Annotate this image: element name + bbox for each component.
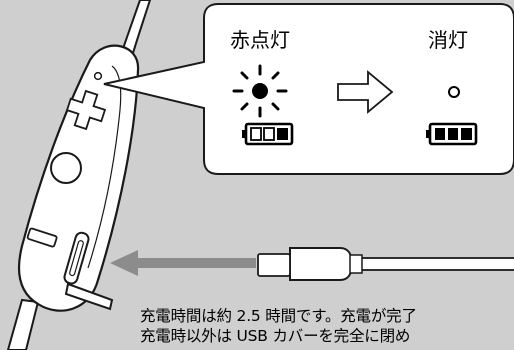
after-state-label: 消灯 bbox=[428, 28, 468, 52]
caption-line-1: 充電時間は約 2.5 時間です。充電が完了 bbox=[140, 307, 417, 325]
insert-arrow-icon bbox=[110, 250, 256, 276]
plus-button-icon bbox=[65, 89, 107, 131]
battery-charging-icon bbox=[242, 122, 294, 146]
battery-full-icon bbox=[426, 122, 478, 146]
lower-cord bbox=[6, 298, 40, 350]
usb-cable-wire bbox=[345, 257, 514, 271]
minus-button-icon bbox=[26, 227, 58, 248]
remote-edge bbox=[87, 65, 122, 269]
before-state-label: 赤点灯 bbox=[230, 28, 290, 52]
cable-strain-relief bbox=[349, 254, 363, 274]
outline-arrow-icon bbox=[337, 70, 394, 114]
center-button-icon bbox=[50, 152, 82, 184]
blinking-led-icon bbox=[232, 64, 288, 118]
device-led-icon bbox=[93, 71, 103, 81]
usb-plug-housing bbox=[289, 247, 354, 281]
led-off-icon bbox=[448, 86, 460, 98]
caption-line-2: 充電時以外は USB カバーを完全に閉め bbox=[140, 327, 411, 345]
callout-box bbox=[103, 3, 514, 175]
usb-cover-flap bbox=[64, 282, 114, 311]
usb-plug-tip bbox=[257, 253, 291, 277]
